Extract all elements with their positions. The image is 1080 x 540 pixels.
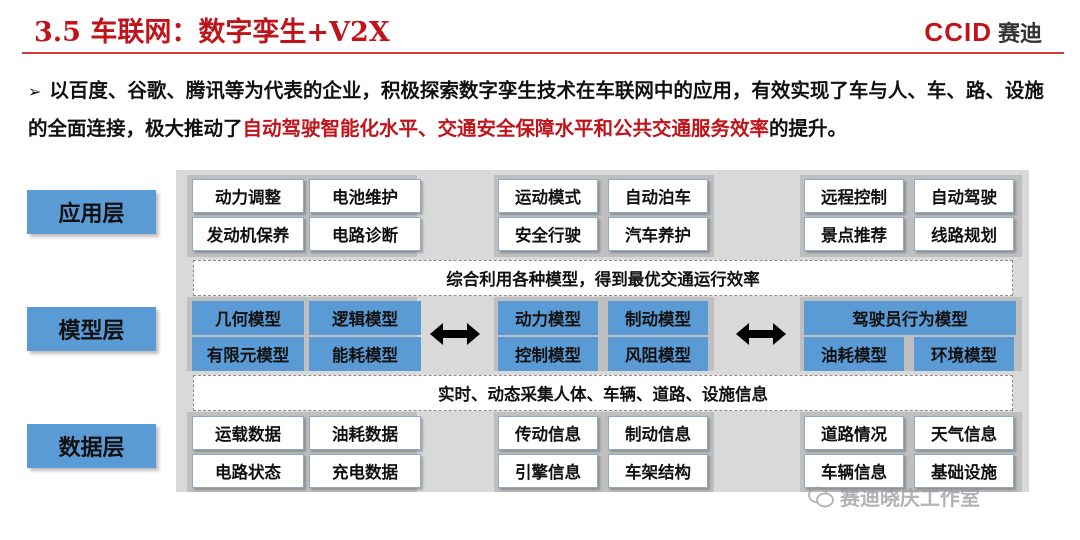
app-box: 线路规划	[914, 217, 1014, 251]
app-box: 发动机保养	[192, 217, 304, 251]
app-box: 自动驾驶	[914, 179, 1014, 213]
data-box: 运载数据	[192, 416, 304, 450]
layer-label-application: 应用层	[27, 190, 156, 234]
layer-label-model: 模型层	[27, 307, 156, 351]
app-box: 运动模式	[498, 179, 598, 213]
model-box: 几何模型	[192, 301, 304, 335]
model-box: 能耗模型	[309, 337, 421, 371]
model-box: 逻辑模型	[309, 301, 421, 335]
band-data-collection: 实时、动态采集人体、车辆、道路、设施信息	[193, 375, 1013, 411]
wechat-icon	[808, 486, 834, 507]
header-divider	[22, 52, 1064, 54]
data-box: 道路情况	[804, 416, 904, 450]
app-box: 电池维护	[309, 179, 421, 213]
watermark-text: 赛迪晓庆工作室	[840, 486, 980, 510]
app-box: 汽车养护	[608, 217, 708, 251]
intro-text-2: 的提升。	[769, 117, 848, 140]
data-box: 电路状态	[192, 454, 304, 488]
model-box-driver-behavior: 驾驶员行为模型	[804, 301, 1016, 335]
model-box: 油耗模型	[804, 337, 904, 371]
app-box: 动力调整	[192, 179, 304, 213]
app-box: 电路诊断	[309, 217, 421, 251]
data-box: 天气信息	[914, 416, 1014, 450]
data-box: 制动信息	[608, 416, 708, 450]
model-box: 风阻模型	[608, 337, 708, 371]
intro-highlight: 自动驾驶智能化水平、交通安全保障水平和公共交通服务效率	[242, 117, 770, 140]
logo-mark: CCID	[924, 16, 992, 47]
double-arrow-icon	[736, 323, 786, 345]
data-box: 车辆信息	[804, 454, 904, 488]
data-box: 车架结构	[608, 454, 708, 488]
bullet-arrow-icon: ➢	[28, 82, 42, 101]
app-box: 安全行驶	[498, 217, 598, 251]
model-box: 有限元模型	[192, 337, 304, 371]
layer-label-data: 数据层	[27, 424, 156, 468]
intro-paragraph: ➢以百度、谷歌、腾讯等为代表的企业，积极探索数字孪生技术在车联网中的应用，有效实…	[28, 72, 1058, 147]
double-arrow-icon	[430, 323, 480, 345]
ccid-logo: CCID 赛迪	[924, 16, 1042, 48]
model-box: 动力模型	[498, 301, 598, 335]
model-box: 环境模型	[914, 337, 1014, 371]
app-box: 景点推荐	[804, 217, 904, 251]
data-box: 油耗数据	[309, 416, 421, 450]
watermark: 赛迪晓庆工作室	[808, 482, 980, 511]
logo-text: 赛迪	[997, 22, 1042, 47]
page-title: 3.5 车联网：数字孪生+V2X	[34, 17, 390, 48]
app-box: 自动泊车	[608, 179, 708, 213]
model-box: 控制模型	[498, 337, 598, 371]
intro-text-1: 以百度、谷歌、腾讯等为代表的企业，积极探索数字孪生技术在车联网中的应用，有效实现…	[28, 79, 1044, 140]
band-model-usage: 综合利用各种模型，得到最优交通运行效率	[193, 260, 1013, 296]
app-box: 远程控制	[804, 179, 904, 213]
data-box: 引擎信息	[498, 454, 598, 488]
model-box: 制动模型	[608, 301, 708, 335]
data-box: 充电数据	[309, 454, 421, 488]
data-box: 基础设施	[914, 454, 1014, 488]
data-box: 传动信息	[498, 416, 598, 450]
